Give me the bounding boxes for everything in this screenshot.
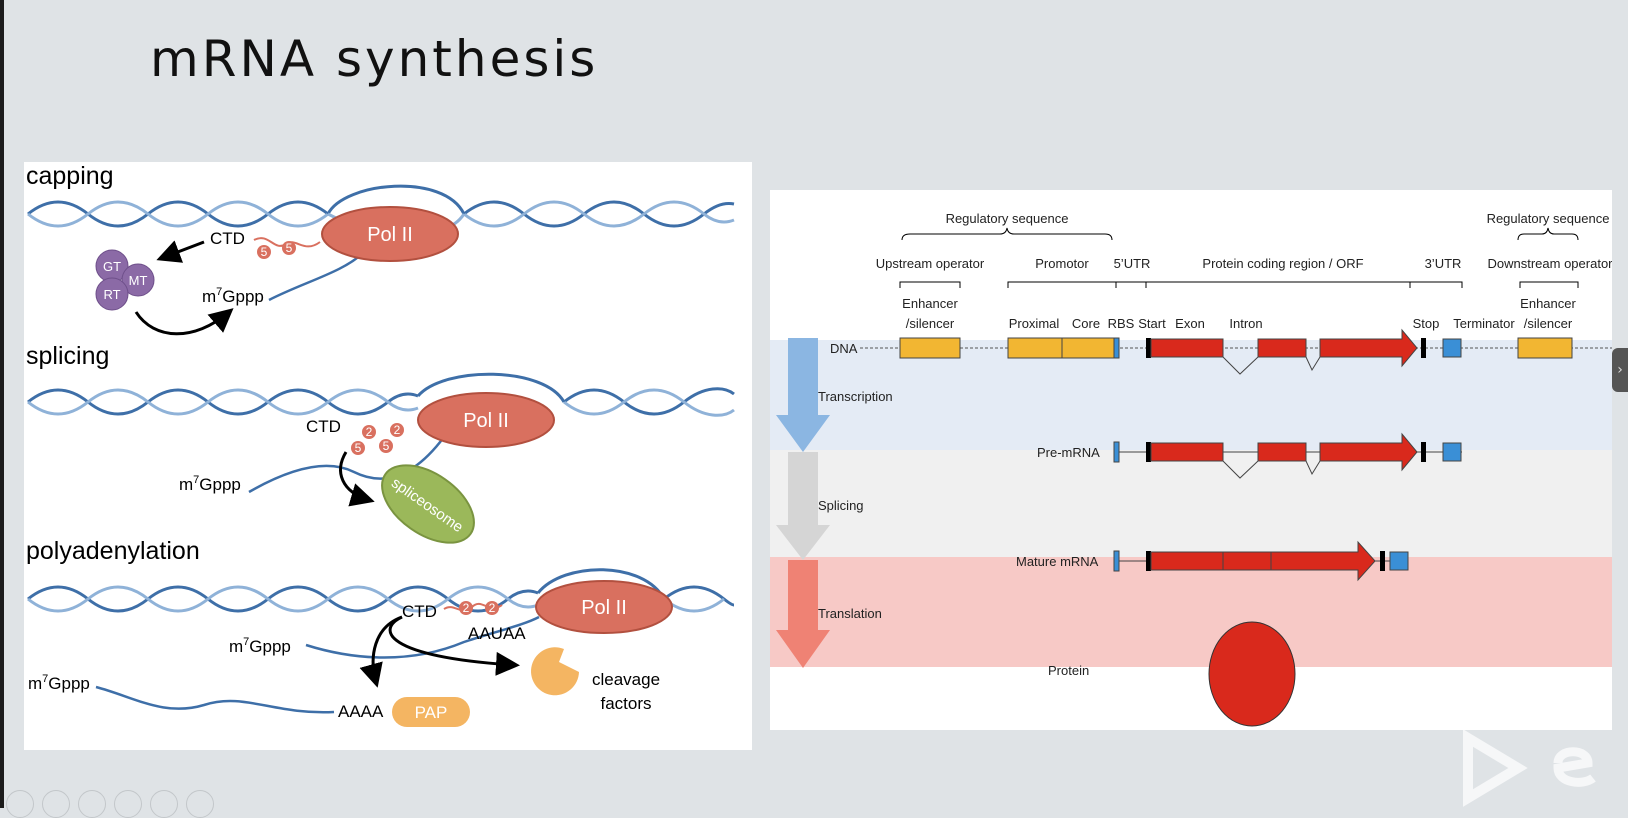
svg-text:/silencer: /silencer	[1524, 316, 1573, 331]
side-panel-toggle-button[interactable]: ›	[1612, 348, 1628, 392]
pap-enzyme	[392, 697, 470, 727]
svg-text:Regulatory sequence: Regulatory sequence	[946, 211, 1069, 226]
cap-label: m7Gppp	[202, 286, 264, 306]
spliceosome	[381, 464, 475, 544]
svg-text:Proximal: Proximal	[1009, 316, 1060, 331]
svg-text:Intron: Intron	[1229, 316, 1262, 331]
polya-signal-label: AAUAA	[468, 624, 526, 643]
svg-text:MT: MT	[129, 273, 148, 288]
svg-text:Promotor: Promotor	[1035, 256, 1089, 271]
svg-text:2: 2	[366, 425, 373, 439]
svg-text:/silencer: /silencer	[906, 316, 955, 331]
dna-row-label: DNA	[830, 341, 858, 356]
svg-text:3’UTR: 3’UTR	[1425, 256, 1462, 271]
svg-text:5: 5	[383, 439, 390, 453]
pol-ii-label: Pol II	[463, 410, 509, 432]
slide-title: mRNA synthesis	[150, 30, 599, 88]
ctd-label: CTD	[306, 417, 341, 436]
pol-ii-label: Pol II	[581, 597, 627, 619]
svg-text:2: 2	[489, 601, 496, 615]
cap-label: m7Gppp	[229, 636, 291, 656]
protein-shape	[1208, 621, 1296, 727]
pol-ii-enzyme	[417, 392, 555, 448]
gene-expression-diagram: Transcription Splicing Translation Regul…	[770, 190, 1613, 730]
svg-text:Downstream operator: Downstream operator	[1488, 256, 1613, 271]
polya-tail-label: AAAA	[338, 702, 384, 721]
splicing-heading: splicing	[26, 342, 109, 370]
svg-text:Exon: Exon	[1175, 316, 1205, 331]
capping-heading: capping	[26, 162, 114, 190]
svg-text:Upstream operator: Upstream operator	[876, 256, 985, 271]
ctd-label: CTD	[210, 229, 245, 248]
pol-ii-label: Pol II	[367, 224, 413, 246]
pol-ii-enzyme	[535, 580, 673, 634]
pre-mrna-row-label: Pre-mRNA	[1037, 445, 1100, 460]
splicing-arrow-icon	[776, 452, 830, 560]
svg-text:Core: Core	[1072, 316, 1100, 331]
svg-text:5: 5	[286, 241, 293, 255]
cap-label: m7Gppp	[28, 673, 90, 693]
chevron-right-icon: ›	[1617, 362, 1623, 378]
mature-mrna-row-label: Mature mRNA	[1016, 554, 1099, 569]
splicing-label: Splicing	[818, 498, 864, 513]
window-left-edge	[0, 0, 4, 808]
capping-section: capping Pol II 5 5 CTD GT MT RT m7Gppp	[26, 162, 735, 336]
zoom-button[interactable]	[150, 790, 178, 818]
svg-text:Regulatory sequence: Regulatory sequence	[1487, 211, 1610, 226]
svg-text:2: 2	[463, 601, 470, 615]
svg-text:Protein coding region / ORF: Protein coding region / ORF	[1202, 256, 1363, 271]
polyadenylation-heading: polyadenylation	[26, 537, 200, 565]
splicing-section: splicing Pol II CTD 5 2 5 2 spliceosome …	[26, 342, 735, 544]
svg-text:Enhancer: Enhancer	[1520, 296, 1576, 311]
mrna-processing-diagram: capping Pol II 5 5 CTD GT MT RT m7Gppp s…	[24, 162, 752, 750]
transcription-arrow-icon	[776, 338, 830, 452]
slides-grid-button[interactable]	[114, 790, 142, 818]
svg-text:RBS: RBS	[1108, 316, 1135, 331]
cleavage-factor-shape	[531, 647, 579, 696]
previous-slide-button[interactable]	[6, 790, 34, 818]
svg-text:5: 5	[261, 245, 268, 259]
pol-ii-enzyme	[321, 206, 459, 262]
protein-row-label: Protein	[1048, 663, 1089, 678]
cleavage-factors-label-2: factors	[600, 694, 651, 713]
cleavage-factors-label-1: cleavage	[592, 670, 660, 689]
transcription-label: Transcription	[818, 389, 893, 404]
svg-text:Stop: Stop	[1413, 316, 1440, 331]
svg-text:5: 5	[355, 441, 362, 455]
splicing-band	[770, 450, 1612, 557]
logo-watermark	[1463, 729, 1596, 807]
presentation-toolbar	[6, 790, 214, 818]
svg-text:Terminator: Terminator	[1453, 316, 1515, 331]
more-options-button[interactable]	[186, 790, 214, 818]
svg-text:RT: RT	[103, 287, 120, 302]
svg-text:2: 2	[394, 423, 401, 437]
svg-text:Start: Start	[1138, 316, 1166, 331]
play-button[interactable]	[42, 790, 70, 818]
svg-text:Enhancer: Enhancer	[902, 296, 958, 311]
ctd-label: CTD	[402, 602, 437, 621]
cap-label: m7Gppp	[179, 474, 241, 494]
pen-tool-button[interactable]	[78, 790, 106, 818]
svg-text:GT: GT	[103, 259, 121, 274]
pap-label: PAP	[415, 703, 448, 722]
translation-band	[770, 557, 1612, 667]
translation-label: Translation	[818, 606, 882, 621]
polyadenylation-section: polyadenylation Pol II CTD 2 2 AAUAA m7G…	[26, 537, 735, 727]
svg-text:5’UTR: 5’UTR	[1114, 256, 1151, 271]
translation-arrow-icon	[776, 560, 830, 668]
